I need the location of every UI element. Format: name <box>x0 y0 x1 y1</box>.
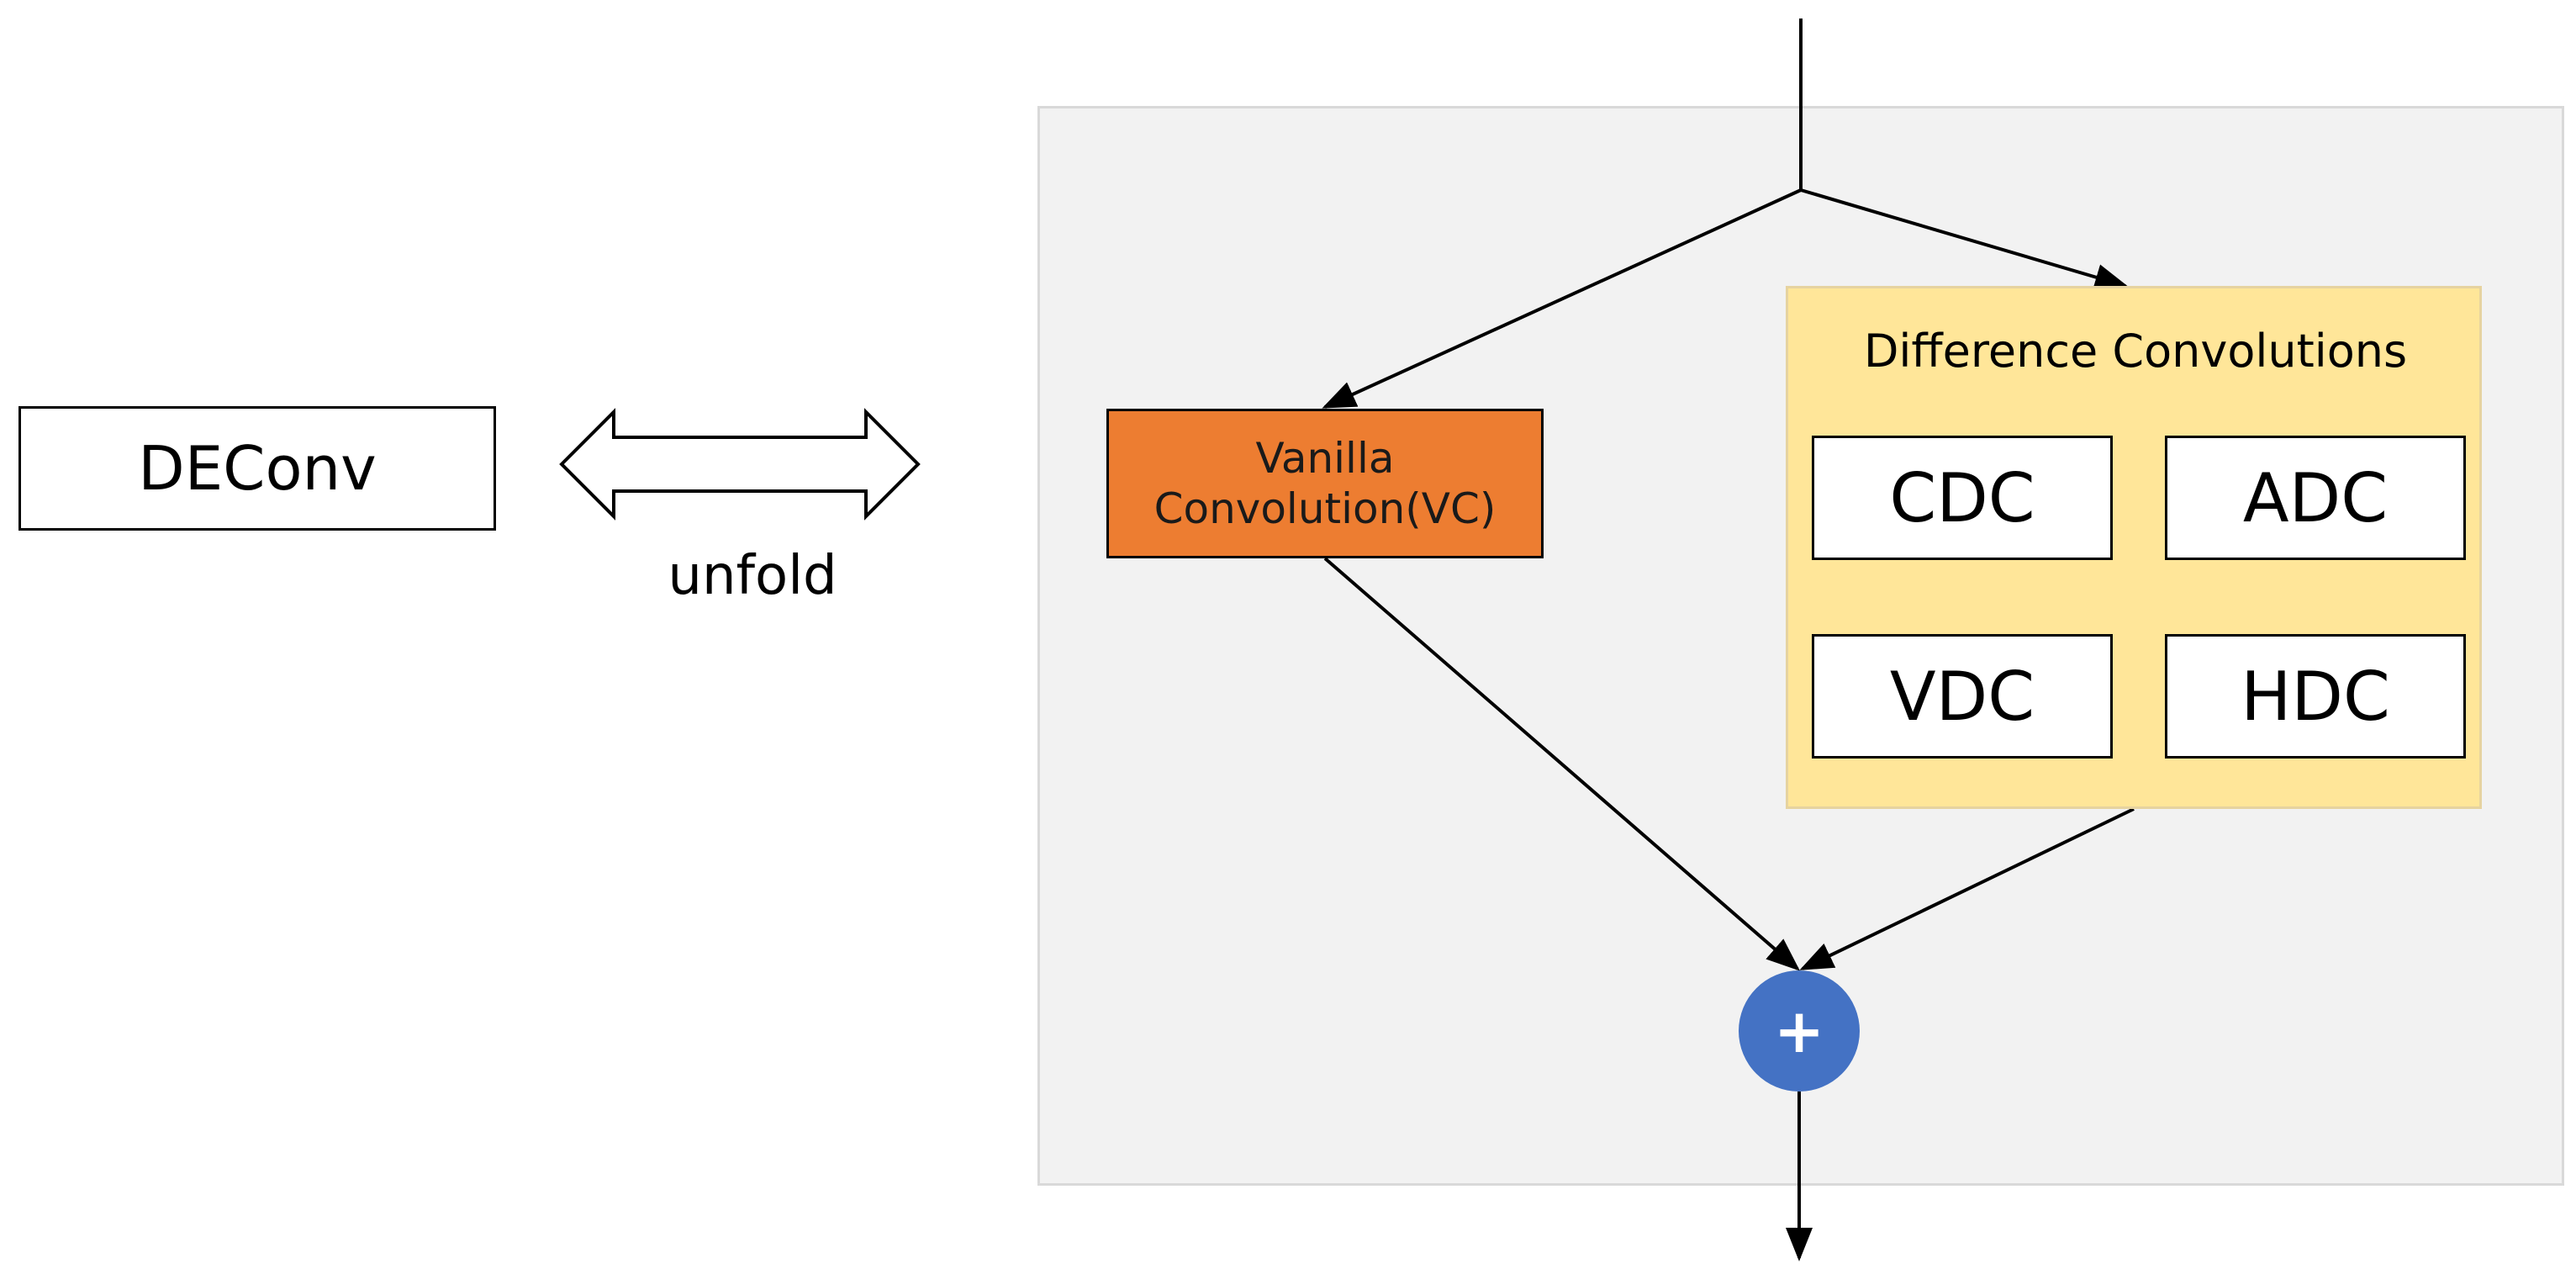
adc-block: ADC <box>2165 436 2466 560</box>
cdc-block: CDC <box>1812 436 2113 560</box>
deconv-block: DEConv <box>18 406 496 531</box>
arrow-to-vanilla <box>1322 188 1802 409</box>
difference-convolutions-title: Difference Convolutions <box>1863 324 2408 378</box>
deconv-label: DEConv <box>138 433 377 504</box>
vanilla-label-line2: Convolution(VC) <box>1153 484 1497 533</box>
sum-node: + <box>1739 970 1860 1092</box>
unfold-double-arrow <box>559 408 921 521</box>
plus-icon: + <box>1773 996 1825 1066</box>
arrow-to-difference-group <box>1800 188 2129 291</box>
vanilla-label-line1: Vanilla <box>1255 434 1395 483</box>
vanilla-convolution-block: Vanilla Convolution(VC) <box>1106 409 1544 558</box>
arrow-vanilla-to-sum <box>1323 557 1801 971</box>
arrow-difference-to-sum <box>1799 807 2135 970</box>
unfold-label: unfold <box>668 545 837 607</box>
hdc-block: HDC <box>2165 634 2466 759</box>
vdc-block: VDC <box>1812 634 2113 759</box>
